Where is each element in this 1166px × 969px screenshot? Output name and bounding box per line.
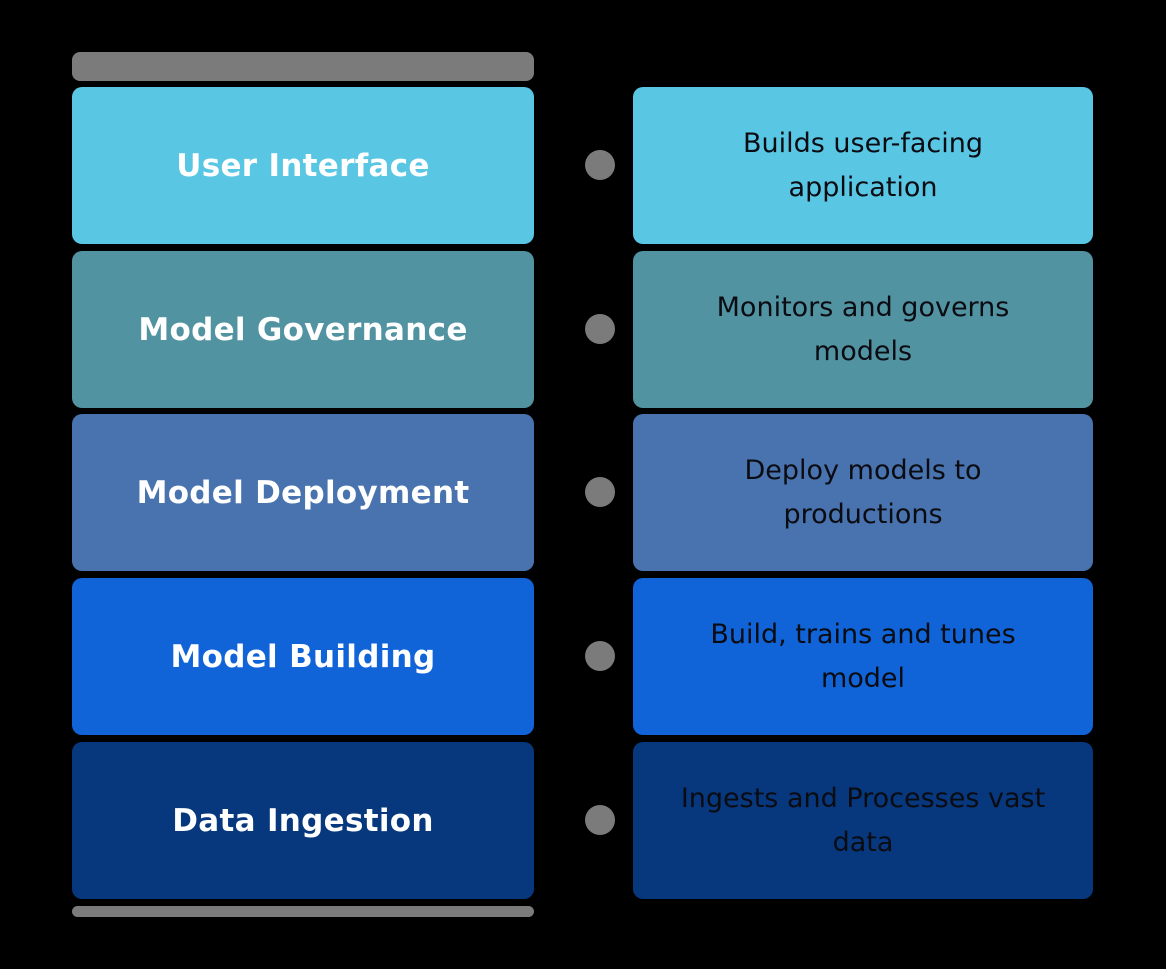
diagram-row: Model Building Build, trains and tunes m… (0, 578, 1166, 735)
description-box-model-governance: Monitors and governs models (633, 251, 1093, 408)
connector-dot (585, 641, 615, 671)
layer-title: Model Building (170, 638, 436, 675)
layer-title: Data Ingestion (172, 802, 434, 839)
layer-box-data-ingestion: Data Ingestion (72, 742, 534, 899)
layer-box-model-building: Model Building (72, 578, 534, 735)
description-box-user-interface: Builds user-facing application (633, 87, 1093, 244)
bottom-cap-bar (72, 906, 534, 917)
connector-dot (585, 314, 615, 344)
layer-description: Builds user-facing application (743, 127, 983, 203)
layer-description: Deploy models to productions (744, 454, 982, 530)
layer-description: Build, trains and tunes model (710, 618, 1016, 694)
connector-dot (585, 150, 615, 180)
description-box-model-building: Build, trains and tunes model (633, 578, 1093, 735)
diagram-row: User Interface Builds user-facing applic… (0, 87, 1166, 244)
description-box-data-ingestion: Ingests and Processes vast data (633, 742, 1093, 899)
layer-description: Ingests and Processes vast data (680, 782, 1046, 858)
layer-box-user-interface: User Interface (72, 87, 534, 244)
layer-box-model-governance: Model Governance (72, 251, 534, 408)
diagram-row: Model Governance Monitors and governs mo… (0, 251, 1166, 408)
layer-title: Model Governance (138, 311, 468, 348)
diagram-row: Model Deployment Deploy models to produc… (0, 414, 1166, 571)
connector-dot (585, 805, 615, 835)
connector-dot (585, 477, 615, 507)
description-box-model-deployment: Deploy models to productions (633, 414, 1093, 571)
top-cap-bar (72, 52, 534, 81)
layer-description: Monitors and governs models (716, 291, 1010, 367)
layer-title: User Interface (176, 147, 430, 184)
layer-box-model-deployment: Model Deployment (72, 414, 534, 571)
layer-title: Model Deployment (136, 474, 470, 511)
diagram-row: Data Ingestion Ingests and Processes vas… (0, 742, 1166, 899)
